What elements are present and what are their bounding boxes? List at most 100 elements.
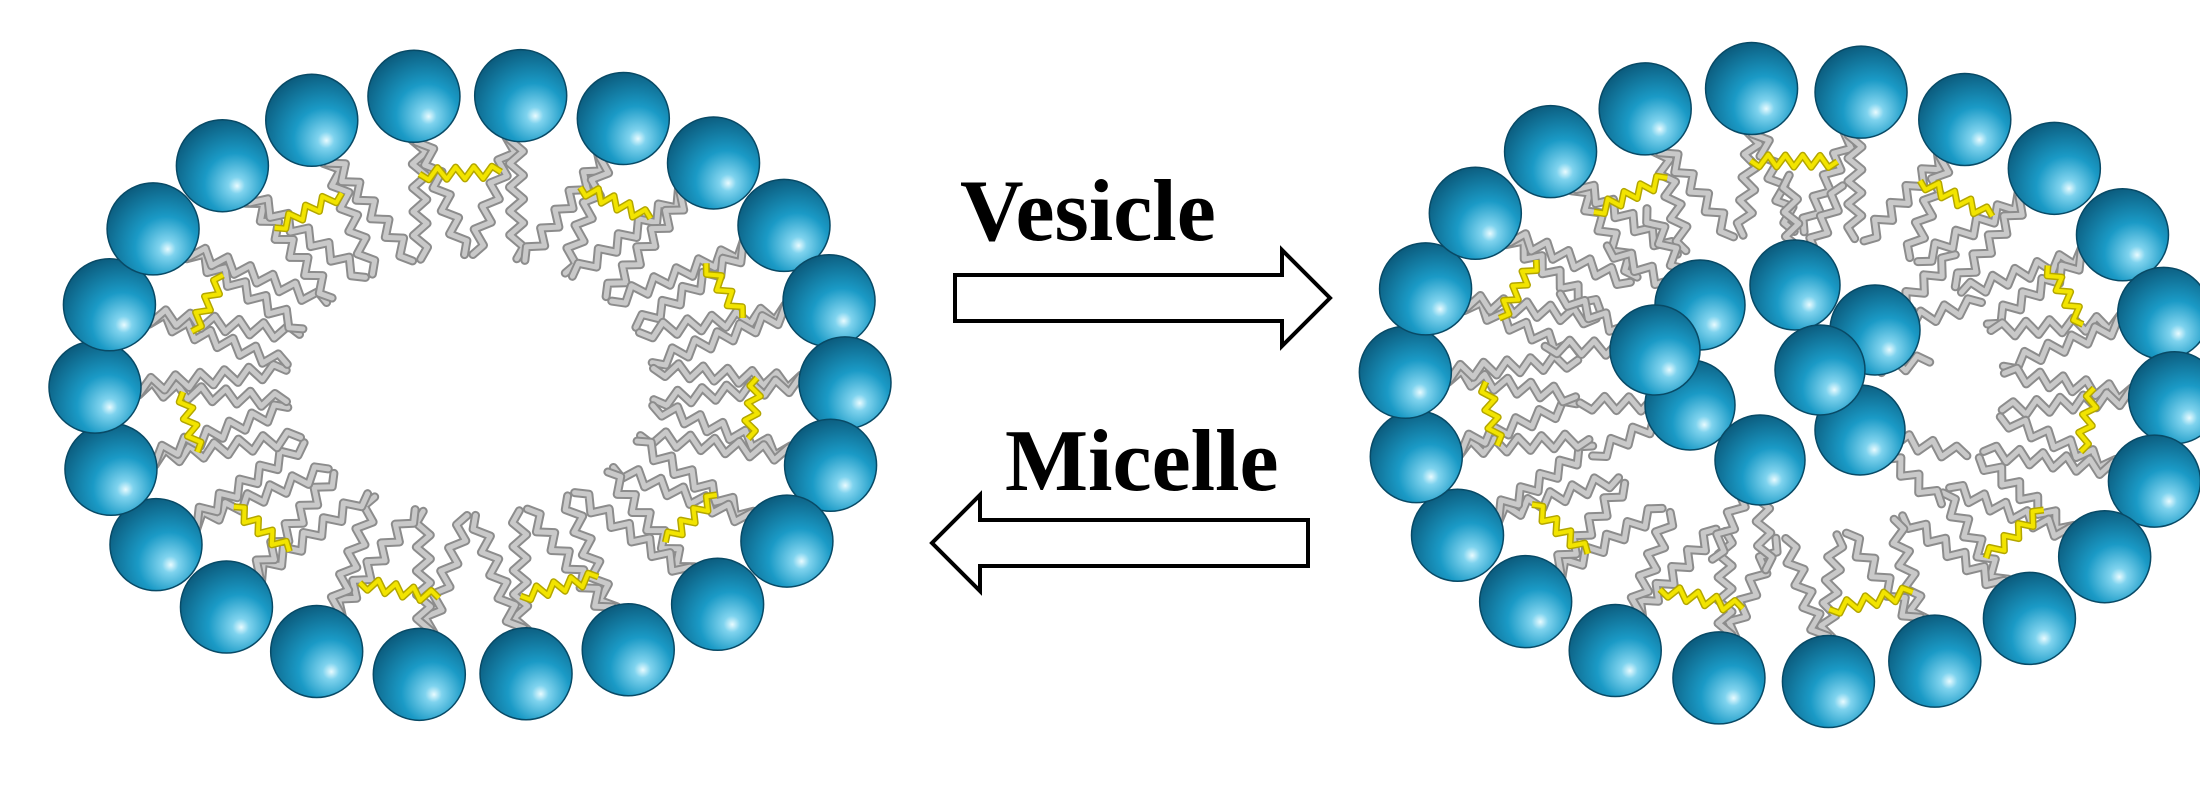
headgroup-sphere: [737, 178, 831, 273]
linker-chain: [2076, 386, 2099, 454]
lipid-tail: [1952, 189, 2035, 290]
lipid-tail: [1843, 530, 1926, 634]
headgroup-sphere: [1814, 45, 1908, 139]
headgroup-sphere: [581, 602, 675, 697]
lipid-tail: [1545, 480, 1628, 581]
headgroup-sphere: [782, 253, 876, 348]
linker-chain: [742, 376, 763, 440]
lipid-tail: [241, 187, 368, 280]
headgroup-sphere: [2057, 509, 2152, 604]
linker-chain: [177, 391, 204, 453]
lipid-tail: [1445, 398, 1580, 454]
headgroup-sphere: [473, 48, 568, 143]
headgroup-sphere: [265, 73, 359, 168]
headgroup-sphere: [109, 497, 203, 592]
lipid-tail: [322, 147, 416, 264]
linker-chain: [1498, 259, 1539, 321]
headgroup-sphere: [1598, 62, 1692, 156]
headgroup-sphere: [1503, 104, 1598, 199]
lipid-tail: [124, 379, 289, 409]
lipid-tail: [1947, 483, 2081, 541]
headgroup-sphere: [1749, 239, 1841, 331]
forward-arrow-shape: [953, 245, 1333, 351]
headgroup-sphere: [1568, 603, 1662, 698]
lipid-tail: [1915, 189, 2035, 265]
headgroup-sphere: [1918, 72, 2012, 167]
vesicle-structure: [48, 48, 892, 722]
lipid-tail: [139, 402, 291, 465]
lipid-tail: [124, 362, 289, 396]
lipid-tail: [649, 305, 801, 368]
lipid-tail: [470, 125, 519, 257]
lipid-tail: [1627, 526, 1719, 625]
headgroup-sphere: [1609, 304, 1701, 396]
headgroup-sphere: [1358, 325, 1453, 419]
lipid-tail: [1627, 509, 1676, 625]
linker-layer: [175, 162, 764, 604]
headgroup-sphere: [1982, 571, 2077, 666]
linker-chain: [1531, 502, 1590, 555]
headgroup-sphere: [372, 627, 467, 722]
headgroup-sphere: [1428, 166, 1523, 261]
headgroup-sphere: [48, 340, 142, 434]
linker-chain: [1918, 179, 1994, 218]
linker-chain: [190, 273, 225, 334]
reverse-arrow: Micelle: [929, 413, 1310, 596]
lipid-tail: [524, 506, 618, 623]
linker-chain: [1828, 586, 1914, 616]
linker-chain: [418, 164, 503, 182]
forward-arrow-label: Vesicle: [960, 163, 1216, 260]
lipid-tail: [1999, 388, 2145, 418]
headgroup-sphere: [576, 71, 671, 166]
linker-chain: [1658, 585, 1745, 612]
headgroup-sphere: [367, 49, 461, 144]
lipid-tail: [2000, 316, 2135, 372]
headgroup-sphere: [670, 557, 765, 652]
lipid-tail: [1861, 145, 1953, 244]
headgroup-sphere: [1478, 554, 1573, 649]
lipid-tail: [409, 125, 430, 262]
headgroup-layer: [48, 48, 892, 722]
headgroup-sphere: [64, 422, 158, 517]
headgroup-sphere: [2107, 434, 2200, 528]
lipid-tail: [1997, 414, 2127, 474]
headgroup-sphere: [1714, 414, 1806, 506]
headgroup-sphere: [269, 604, 364, 699]
lipid-tail: [572, 490, 699, 583]
headgroup-sphere: [1410, 488, 1505, 582]
lipid-tail: [1845, 121, 1865, 242]
lipid-tail: [1783, 536, 1831, 652]
linker-chain: [2045, 265, 2084, 327]
headgroup-sphere: [2075, 188, 2170, 282]
linker-chain: [704, 263, 745, 318]
lipid-tail: [1984, 248, 2098, 327]
headgroup-sphere: [798, 336, 892, 430]
lipid-tail: [244, 470, 337, 586]
linker-chain: [1479, 381, 1504, 447]
linker-chain-outline: [1531, 501, 1592, 555]
linker-chain: [578, 186, 653, 220]
lipid-tail: [1499, 229, 1633, 287]
lipid-tail: [327, 507, 418, 625]
headgroup-sphere: [62, 258, 157, 352]
lipid-tail: [510, 508, 531, 645]
lipid-tail: [562, 145, 613, 276]
lipid-tail: [638, 429, 803, 463]
lipid-tail: [421, 513, 470, 645]
headgroup-sphere: [740, 494, 834, 588]
lipid-tail: [1800, 121, 1858, 235]
lipid-tail: [1900, 513, 2012, 596]
lipid-tail: [506, 125, 527, 262]
linker-chain-outline: [233, 503, 293, 553]
lipid-tail: [470, 512, 527, 645]
lipid-tail: [603, 184, 696, 300]
linker-chain: [233, 504, 292, 553]
lipid-tail: [1482, 443, 1596, 522]
headgroup-sphere: [1704, 41, 1799, 136]
lipid-tail: [651, 374, 816, 408]
headgroup-sphere: [179, 560, 274, 654]
headgroup-sphere: [666, 116, 761, 210]
reverse-arrow-label: Micelle: [1005, 413, 1279, 510]
headgroup-sphere: [106, 182, 200, 276]
